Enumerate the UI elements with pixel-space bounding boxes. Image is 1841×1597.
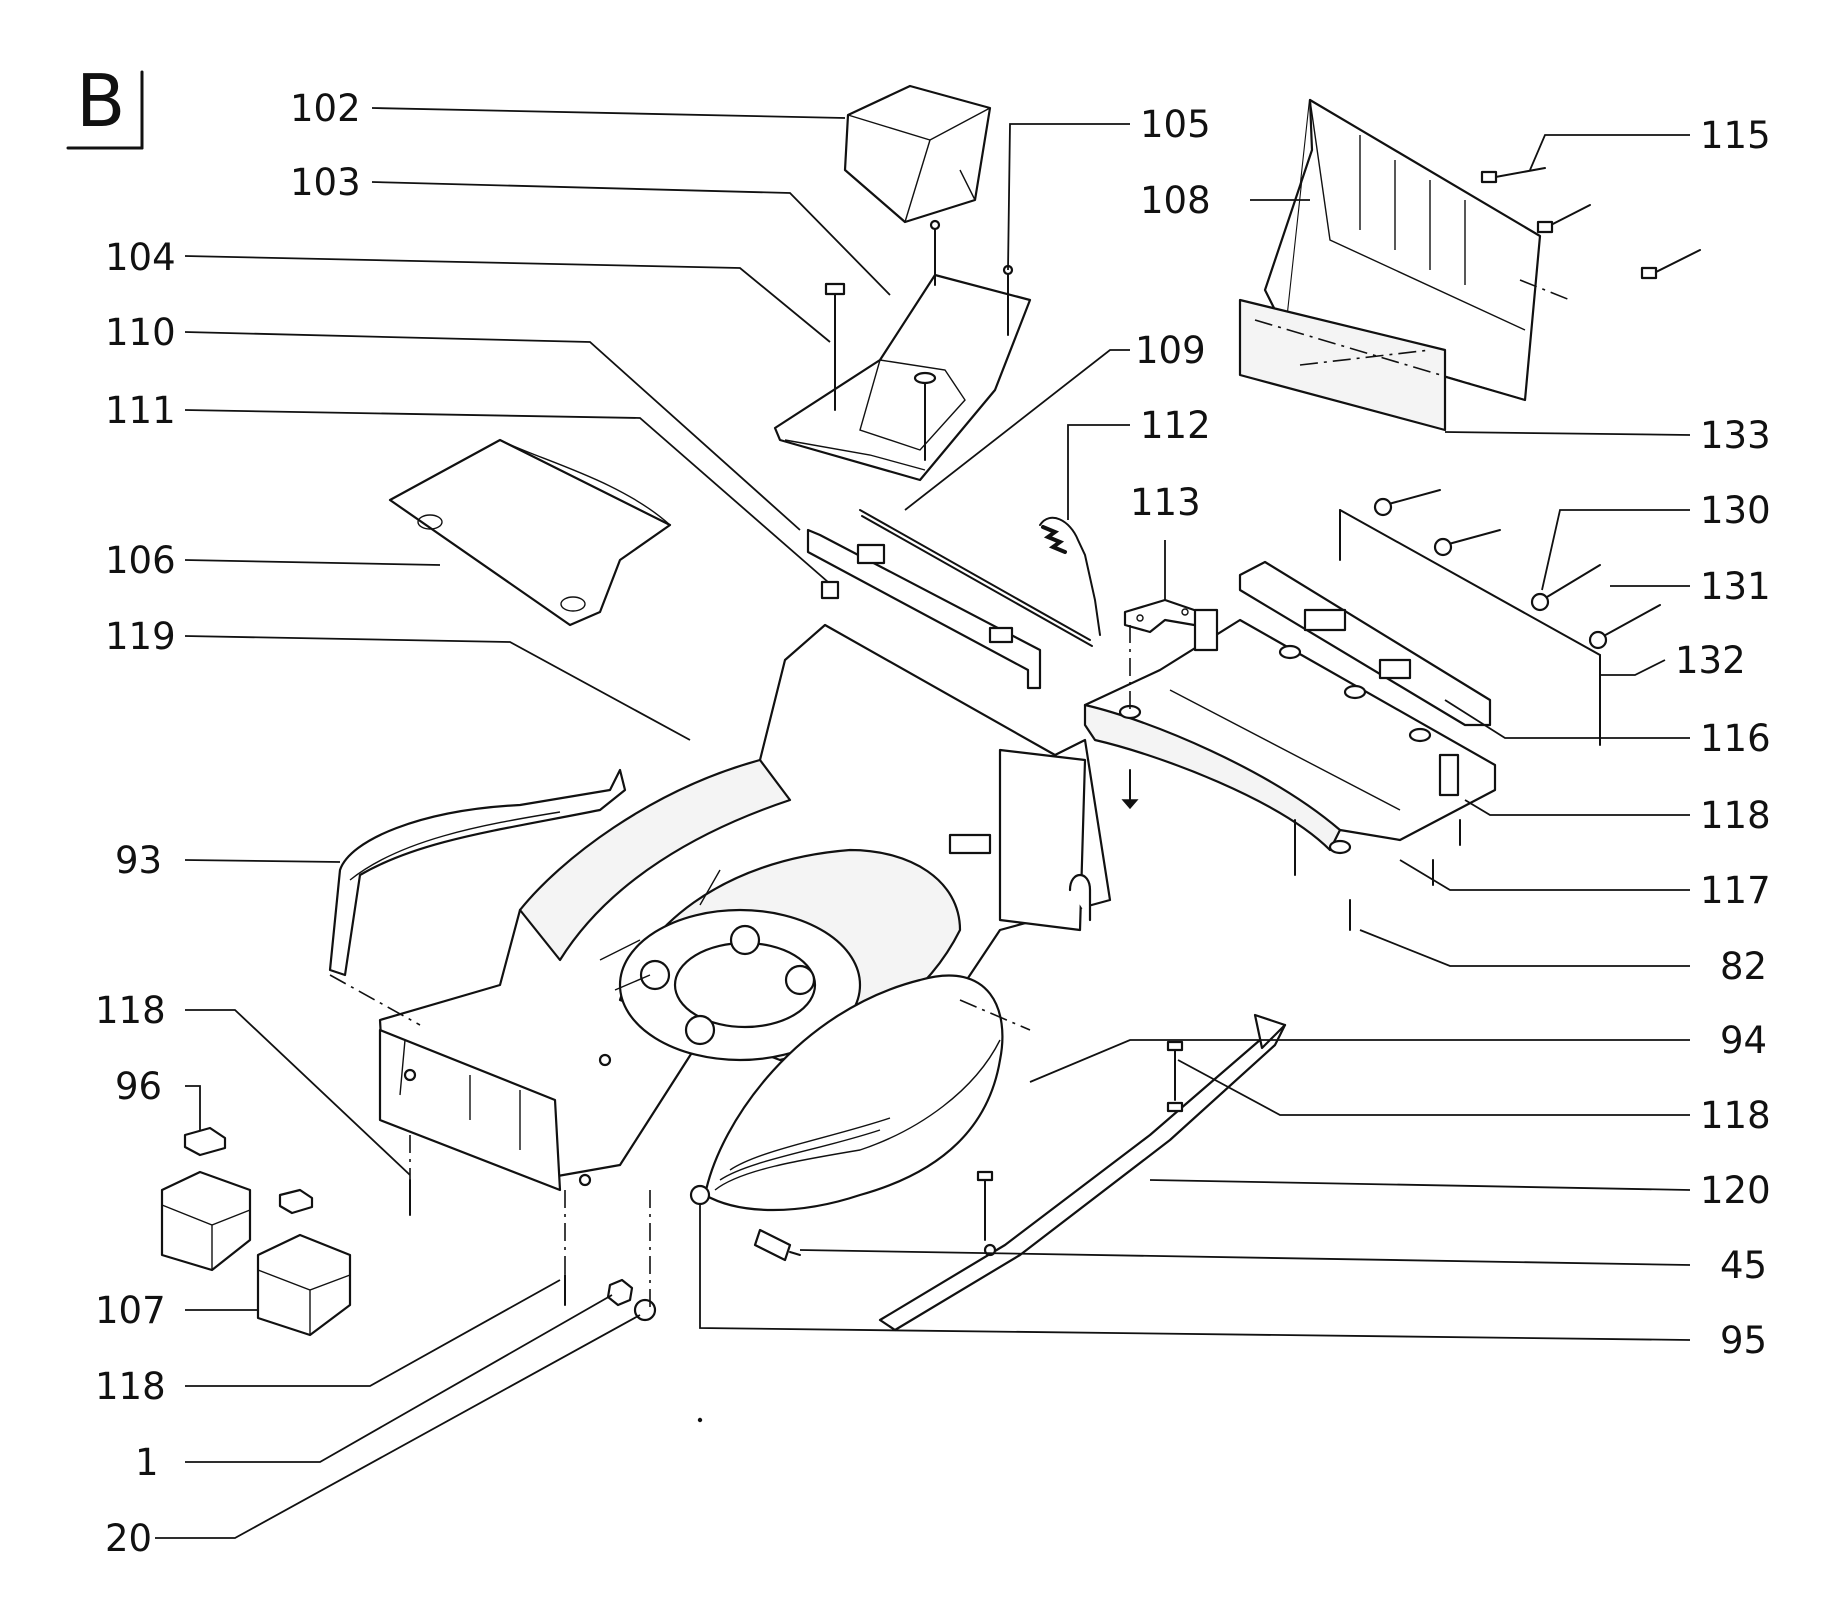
- label-115: 115: [1700, 114, 1771, 157]
- assembly-line: [329, 974, 421, 1026]
- callout-labels: 102 103 104 110 111 106 119 93 118 96 10…: [95, 87, 1771, 1560]
- part-screws-bottom: [409, 1179, 657, 1322]
- section-marker: B: [66, 59, 144, 150]
- stray-dot: [697, 1417, 703, 1423]
- label-133: 133: [1700, 414, 1771, 457]
- part-106-pad: [388, 438, 672, 627]
- part-119-deck: [378, 623, 1112, 1192]
- part-93-side-guard: [328, 768, 627, 977]
- label-1: 1: [135, 1441, 159, 1484]
- part-113-clip: [1123, 598, 1202, 634]
- label-105: 105: [1140, 103, 1211, 146]
- part-108-guard: [1238, 98, 1701, 432]
- label-94: 94: [1720, 1019, 1767, 1062]
- label-118-right-top: 118: [1700, 794, 1771, 837]
- label-119: 119: [105, 615, 176, 658]
- label-130: 130: [1700, 489, 1771, 532]
- label-120: 120: [1700, 1169, 1771, 1212]
- label-95: 95: [1720, 1319, 1767, 1362]
- label-110: 110: [105, 311, 176, 354]
- label-111: 111: [105, 389, 176, 432]
- label-116: 116: [1700, 717, 1771, 760]
- part-95-nut: [689, 1184, 711, 1206]
- label-118-left-top: 118: [95, 989, 166, 1032]
- label-109: 109: [1135, 329, 1206, 372]
- label-117: 117: [1700, 869, 1771, 912]
- label-131: 131: [1700, 565, 1771, 608]
- label-113: 113: [1130, 481, 1201, 524]
- label-108: 108: [1140, 179, 1211, 222]
- label-104: 104: [105, 236, 176, 279]
- part-45-bolt: [753, 1228, 801, 1262]
- label-82: 82: [1720, 945, 1767, 988]
- label-96: 96: [115, 1065, 162, 1108]
- label-102: 102: [290, 87, 361, 130]
- part-110-rail: [806, 509, 1093, 690]
- label-132: 132: [1675, 639, 1746, 682]
- part-94-side-guard: [703, 974, 1004, 1212]
- part-112-spring: [1039, 516, 1101, 636]
- part-107-blocks: [160, 1126, 352, 1337]
- label-106: 106: [105, 539, 176, 582]
- part-103-plate: [773, 219, 1032, 482]
- section-letter: B: [76, 59, 125, 143]
- label-20: 20: [105, 1517, 152, 1560]
- part-117-rear-plate: [1083, 489, 1661, 931]
- label-118-right-bottom: 118: [1700, 1094, 1771, 1137]
- leader-lines: [155, 107, 1691, 1539]
- label-118-left-bottom: 118: [95, 1365, 166, 1408]
- label-107: 107: [95, 1289, 166, 1332]
- label-103: 103: [290, 161, 361, 204]
- label-93: 93: [115, 839, 162, 882]
- label-112: 112: [1140, 404, 1211, 447]
- label-45: 45: [1720, 1244, 1767, 1287]
- assembly-line: [959, 999, 1031, 1031]
- part-102-cover: [843, 84, 992, 224]
